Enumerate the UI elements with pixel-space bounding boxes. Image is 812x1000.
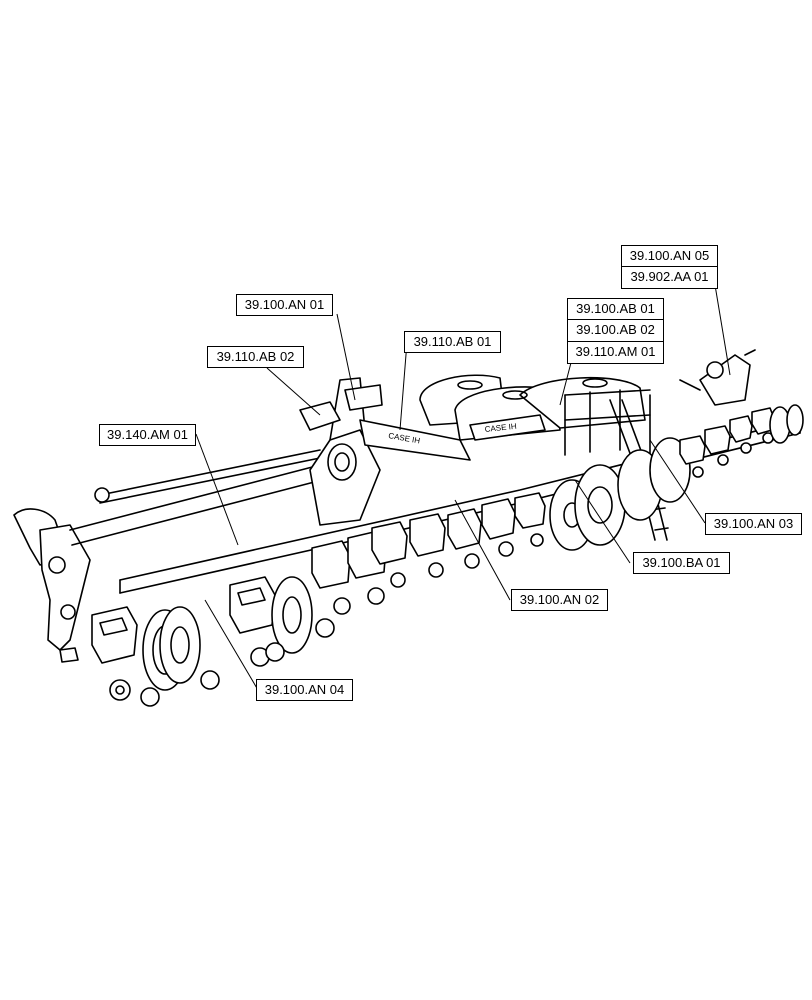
row-units <box>91 492 546 707</box>
transport-wheels <box>549 437 691 551</box>
callout-39-902-aa-01[interactable]: 39.902.AA 01 <box>621 267 718 289</box>
hitch-assembly <box>13 508 91 663</box>
right-wing-row-units <box>679 404 804 478</box>
callout-39-100-an-05[interactable]: 39.100.AN 05 <box>621 245 718 267</box>
callout-39-100-ab-01[interactable]: 39.100.AB 01 <box>567 298 664 320</box>
bulk-tanks: CASE IH <box>419 374 646 441</box>
callout-39-110-ab-01[interactable]: 39.110.AB 01 <box>404 331 501 353</box>
callout-39-100-ba-01[interactable]: 39.100.BA 01 <box>633 552 730 574</box>
callout-39-110-ab-02[interactable]: 39.110.AB 02 <box>207 346 304 368</box>
callout-39-100-an-01[interactable]: 39.100.AN 01 <box>236 294 333 316</box>
tongue-bars <box>69 449 323 546</box>
callout-39-100-ab-02[interactable]: 39.100.AB 02 <box>567 320 664 342</box>
callout-39-100-an-03[interactable]: 39.100.AN 03 <box>705 513 802 535</box>
leader-lines <box>195 284 731 691</box>
callout-39-100-an-04[interactable]: 39.100.AN 04 <box>256 679 353 701</box>
logo-text-2: CASE IH <box>484 422 517 434</box>
upper-boom: CASE IH <box>359 419 471 461</box>
right-wing-marker <box>679 349 756 406</box>
callout-39-110-am-01[interactable]: 39.110.AM 01 <box>567 342 664 364</box>
center-frame <box>299 377 383 526</box>
callout-39-100-an-02[interactable]: 39.100.AN 02 <box>511 589 608 611</box>
callout-39-140-am-01[interactable]: 39.140.AM 01 <box>99 424 196 446</box>
